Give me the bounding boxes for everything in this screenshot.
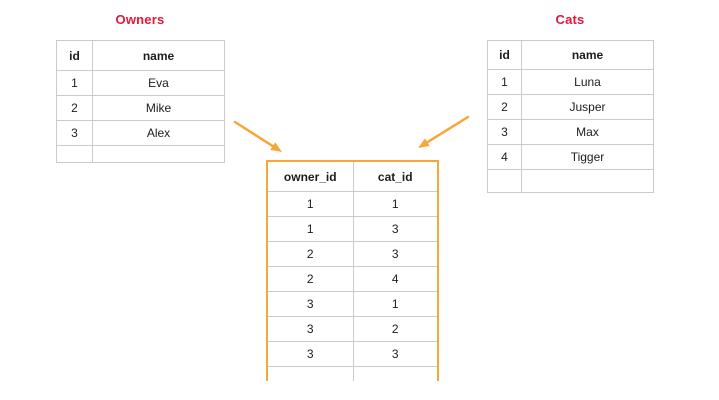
junction-cell-cat-id: 4	[353, 266, 437, 292]
owners-cell-id: 2	[56, 95, 93, 121]
cats-cell-name: Luna	[521, 69, 654, 95]
table-row: 4 Tigger	[487, 144, 654, 170]
owners-cell-name: Alex	[92, 120, 225, 146]
table-row: 1 Luna	[487, 69, 654, 95]
junction-cell-owner-id: 3	[268, 291, 354, 317]
empty-cell	[92, 145, 225, 163]
junction-cell-cat-id: 3	[353, 216, 437, 242]
empty-cell	[487, 169, 522, 193]
empty-cell	[353, 367, 437, 382]
empty-cell	[56, 145, 93, 163]
owners-to-junction-arrow-icon	[233, 120, 282, 152]
cats-header-name: name	[521, 40, 654, 70]
owners-table: id name 1 Eva 2 Mike 3 Alex	[56, 40, 225, 163]
cats-table-title: Cats	[555, 12, 585, 27]
cats-cell-id: 1	[487, 69, 522, 95]
owners-header-name: name	[92, 40, 225, 71]
cats-cell-name: Jusper	[521, 94, 654, 120]
cats-header-id: id	[487, 40, 522, 70]
junction-header-row: owner_id cat_id	[268, 162, 437, 192]
junction-cell-cat-id: 1	[353, 291, 437, 317]
table-row: 3 Max	[487, 119, 654, 145]
junction-header-owner-id: owner_id	[268, 162, 354, 192]
cats-cell-id: 2	[487, 94, 522, 120]
cats-to-junction-arrow-icon	[418, 115, 470, 148]
cats-cell-name: Tigger	[521, 144, 654, 170]
junction-cell-owner-id: 1	[268, 216, 354, 242]
owners-header-row: id name	[56, 40, 225, 71]
table-row: 3 Alex	[56, 120, 225, 146]
empty-cell	[268, 366, 354, 381]
junction-cell-owner-id: 2	[268, 266, 354, 292]
junction-cell-owner-id: 3	[268, 341, 354, 367]
junction-cell-owner-id: 2	[268, 241, 354, 267]
junction-table-frame: owner_id cat_id 1 1 1 3 2 3 2 4 3 1	[266, 160, 439, 381]
owners-empty-row	[56, 145, 225, 163]
table-row: 1 3	[268, 216, 437, 242]
table-row: 2 4	[268, 266, 437, 292]
junction-cell-owner-id: 3	[268, 316, 354, 342]
owners-header-id: id	[56, 40, 93, 71]
table-row: 1 Eva	[56, 70, 225, 96]
junction-cell-cat-id: 3	[353, 241, 437, 267]
table-row: 2 Mike	[56, 95, 225, 121]
table-row: 3 2	[268, 316, 437, 342]
owners-cell-id: 1	[56, 70, 93, 96]
junction-cell-cat-id: 3	[353, 341, 437, 367]
junction-empty-row	[268, 366, 437, 382]
cats-empty-row	[487, 169, 654, 193]
junction-cell-cat-id: 1	[353, 191, 437, 217]
owners-cell-name: Mike	[92, 95, 225, 121]
junction-cell-owner-id: 1	[268, 191, 354, 217]
table-row: 1 1	[268, 191, 437, 217]
table-row: 3 3	[268, 341, 437, 367]
cats-cell-id: 4	[487, 144, 522, 170]
cats-cell-name: Max	[521, 119, 654, 145]
owners-cell-id: 3	[56, 120, 93, 146]
owners-cell-name: Eva	[92, 70, 225, 96]
table-row: 2 3	[268, 241, 437, 267]
junction-header-cat-id: cat_id	[353, 162, 437, 192]
junction-cell-cat-id: 2	[353, 316, 437, 342]
junction-table: owner_id cat_id 1 1 1 3 2 3 2 4 3 1	[268, 162, 437, 381]
table-row: 3 1	[268, 291, 437, 317]
cats-header-row: id name	[487, 40, 654, 70]
empty-cell	[521, 169, 654, 193]
owners-table-title: Owners	[115, 12, 165, 27]
cats-table: id name 1 Luna 2 Jusper 3 Max 4 Tigger	[487, 40, 654, 193]
cats-cell-id: 3	[487, 119, 522, 145]
table-row: 2 Jusper	[487, 94, 654, 120]
